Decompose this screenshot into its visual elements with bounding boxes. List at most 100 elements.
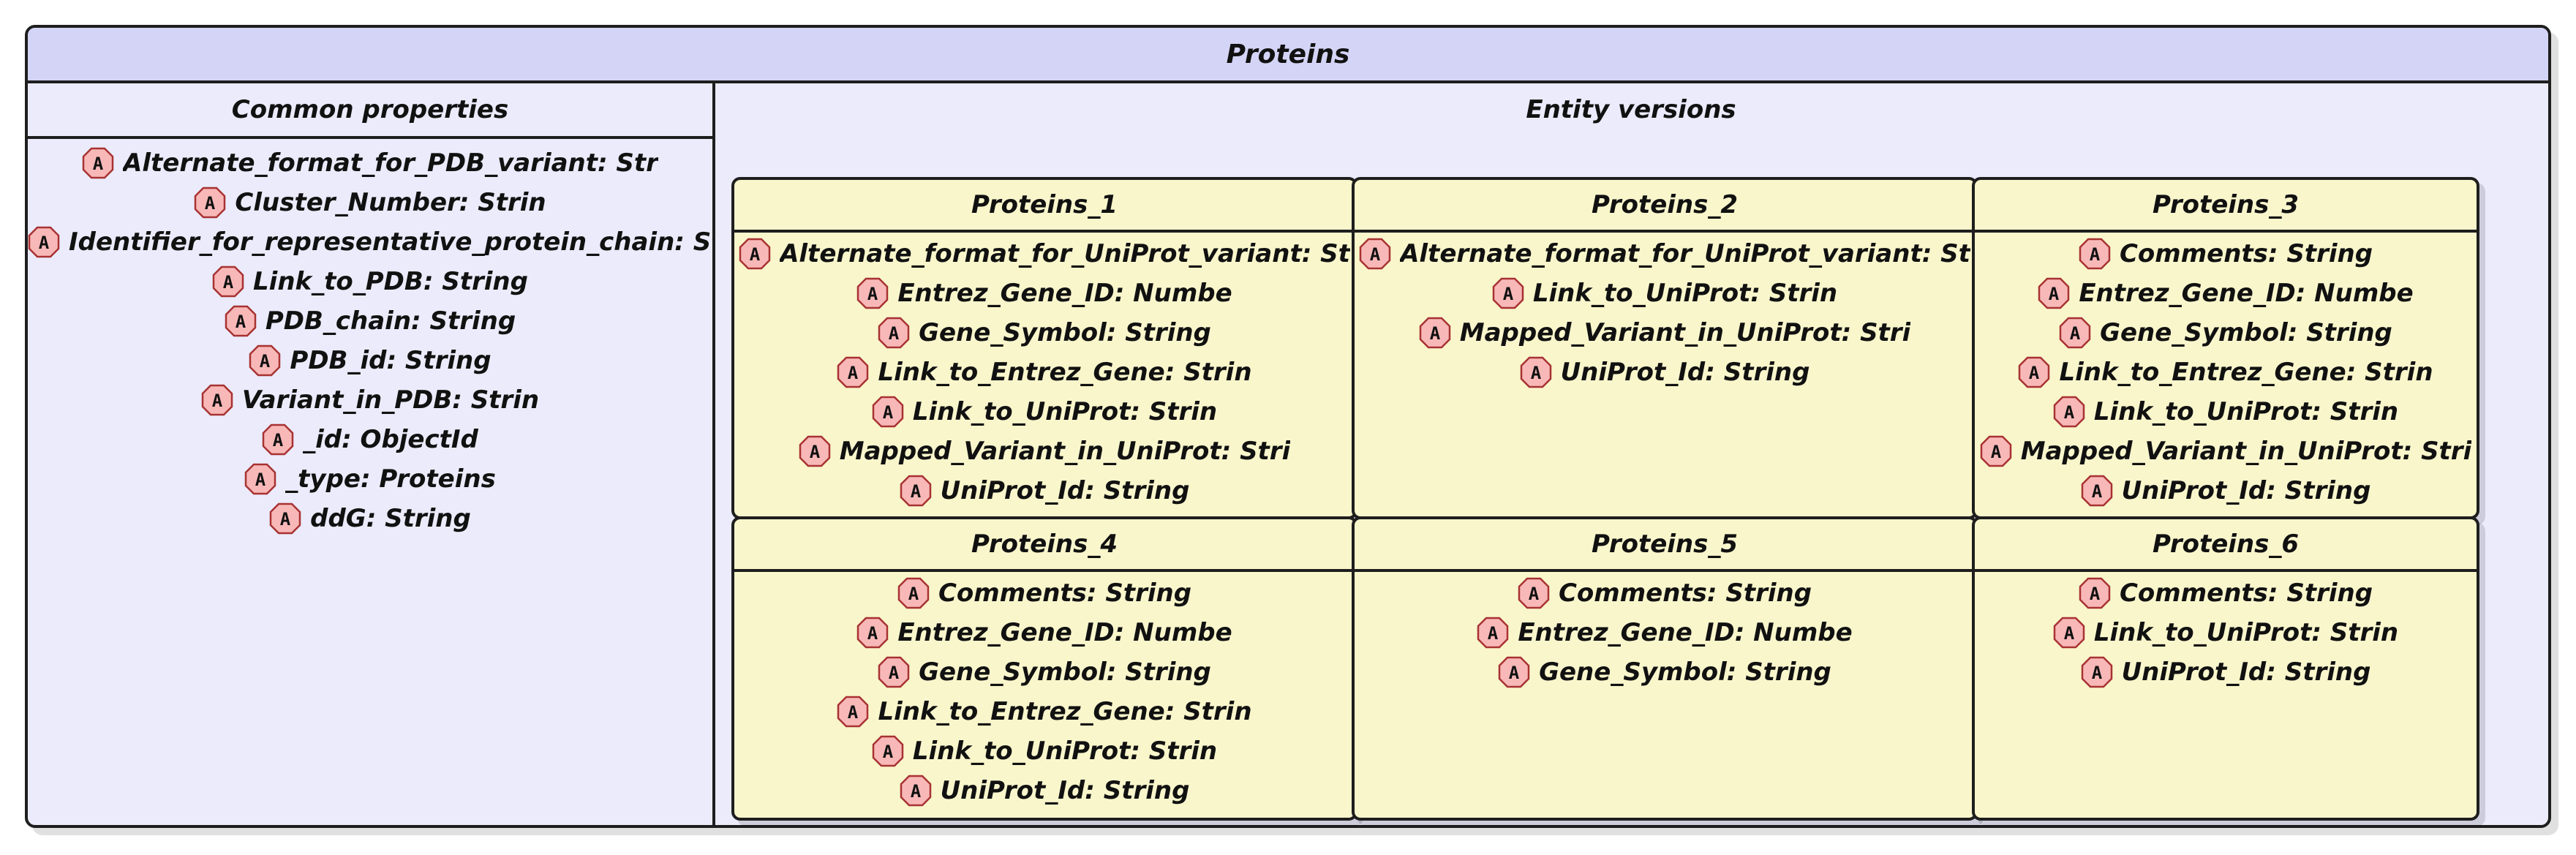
- svg-text:A: A: [810, 442, 821, 462]
- property-item: A UniProt_Id: String: [1520, 353, 1810, 392]
- property-label: Link_to_Entrez_Gene: Strin: [878, 358, 1252, 387]
- svg-text:A: A: [1509, 663, 1520, 683]
- property-label: Link_to_Entrez_Gene: Strin: [2059, 358, 2433, 387]
- svg-text:A: A: [1529, 584, 1540, 604]
- property-label: Comments: String: [1558, 579, 1812, 608]
- property-label: Comments: String: [2119, 239, 2373, 268]
- svg-text:A: A: [260, 351, 271, 372]
- attribute-icon: A: [872, 735, 904, 767]
- property-item: A_id: ObjectId: [262, 420, 478, 459]
- attribute-icon: A: [244, 463, 276, 495]
- property-label: Variant_in_PDB: Strin: [241, 385, 540, 415]
- attribute-icon: A: [212, 265, 244, 298]
- attribute-icon: A: [2053, 396, 2085, 428]
- property-item: A Link_to_UniProt: Strin: [2053, 392, 2398, 432]
- entity-title: Proteins_3: [1975, 180, 2477, 233]
- entity-title: Proteins_6: [1975, 519, 2477, 572]
- property-item: A Mapped_Variant_in_UniProt: Stri: [1419, 313, 1910, 353]
- svg-text:A: A: [93, 154, 104, 174]
- attribute-icon: A: [2053, 617, 2085, 649]
- property-label: Link_to_UniProt: Strin: [1532, 279, 1838, 308]
- svg-text:A: A: [889, 663, 900, 683]
- attribute-icon: A: [1518, 577, 1550, 609]
- entity-properties-list: A Alternate_format_for_UniProt_variant: S…: [734, 233, 1355, 511]
- property-label: Alternate_format_for_UniProt_variant: St: [780, 239, 1350, 268]
- property-item: A Link_to_UniProt: Strin: [1492, 274, 1837, 313]
- attribute-icon: A: [82, 147, 114, 179]
- attribute-icon: A: [739, 238, 771, 270]
- attribute-icon: A: [1477, 617, 1509, 649]
- svg-text:A: A: [212, 391, 223, 411]
- entity-title: Proteins_5: [1355, 519, 1975, 572]
- entity-title: Proteins_2: [1355, 180, 1975, 233]
- property-label: Comments: String: [938, 579, 1192, 608]
- attribute-icon: A: [837, 696, 869, 728]
- property-item: A_type: Proteins: [244, 459, 496, 499]
- property-item: A Link_to_Entrez_Gene: Strin: [837, 353, 1252, 392]
- attribute-icon: A: [1492, 277, 1524, 309]
- property-label: Link_to_UniProt: Strin: [912, 737, 1218, 766]
- property-label: Gene_Symbol: String: [1539, 658, 1831, 687]
- attribute-icon: A: [269, 502, 301, 535]
- svg-text:A: A: [910, 781, 921, 802]
- svg-text:A: A: [1503, 284, 1514, 304]
- svg-text:A: A: [2049, 284, 2060, 304]
- attribute-icon: A: [856, 617, 889, 649]
- svg-text:A: A: [908, 584, 919, 604]
- attribute-icon: A: [900, 775, 932, 807]
- svg-text:A: A: [1530, 363, 1541, 383]
- property-label: Link_to_UniProt: Strin: [912, 397, 1218, 426]
- diagram-title: Proteins: [28, 28, 2548, 83]
- svg-text:A: A: [236, 312, 246, 332]
- property-label: PDB_chain: String: [265, 306, 516, 336]
- property-label: _id: ObjectId: [303, 425, 478, 454]
- property-item: A Variant_in_PDB: Strin: [201, 380, 539, 420]
- svg-text:A: A: [1430, 323, 1441, 344]
- property-label: Gene_Symbol: String: [919, 318, 1211, 347]
- svg-text:A: A: [848, 363, 859, 383]
- svg-text:A: A: [2064, 623, 2075, 644]
- property-label: Cluster_Number: Strin: [235, 188, 546, 217]
- attribute-icon: A: [2079, 577, 2111, 609]
- attribute-icon: A: [225, 305, 257, 337]
- svg-text:A: A: [280, 509, 291, 530]
- common-properties-title: Common properties: [28, 83, 712, 139]
- property-label: Link_to_UniProt: Strin: [2093, 397, 2399, 426]
- property-label: Gene_Symbol: String: [919, 658, 1211, 687]
- property-label: Mapped_Variant_in_UniProt: Stri: [2020, 437, 2472, 466]
- svg-text:A: A: [2090, 584, 2101, 604]
- svg-text:A: A: [39, 233, 50, 253]
- property-label: UniProt_Id: String: [1560, 358, 1810, 387]
- entity-title: Proteins_1: [734, 180, 1355, 233]
- attribute-icon: A: [1419, 317, 1451, 349]
- property-label: ddG: String: [310, 504, 471, 533]
- attribute-icon: A: [1980, 435, 2012, 467]
- property-label: Comments: String: [2119, 579, 2373, 608]
- svg-text:A: A: [867, 623, 878, 644]
- property-item: A PDB_chain: String: [225, 301, 516, 341]
- property-label: Identifier_for_representative_protein_ch…: [69, 227, 712, 257]
- property-label: Mapped_Variant_in_UniProt: Stri: [1459, 318, 1911, 347]
- property-item: A Link_to_PDB: String: [212, 262, 528, 301]
- property-label: Mapped_Variant_in_UniProt: Stri: [839, 437, 1291, 466]
- svg-text:A: A: [255, 470, 266, 490]
- svg-text:A: A: [910, 481, 921, 502]
- svg-text:A: A: [883, 402, 894, 423]
- property-label: Link_to_PDB: String: [253, 267, 528, 296]
- property-label: Gene_Symbol: String: [2100, 318, 2392, 347]
